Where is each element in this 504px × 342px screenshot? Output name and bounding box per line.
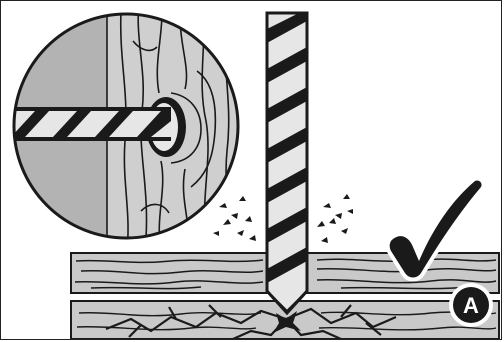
inset-drill-bit: [14, 107, 171, 141]
figure-label-text: A: [463, 293, 479, 318]
wood-chips-left: [213, 196, 256, 241]
wood-chips-right: [317, 194, 353, 243]
checkmark-icon: [385, 176, 486, 282]
exit-point: [273, 311, 301, 333]
drill-bit: [265, 11, 309, 316]
figure-label-badge: A: [449, 283, 493, 327]
drill-bit-flutes: [267, 13, 307, 283]
splinter-cracks: [105, 304, 397, 339]
inset-frame: [12, 12, 240, 240]
magnified-inset: [12, 12, 240, 240]
